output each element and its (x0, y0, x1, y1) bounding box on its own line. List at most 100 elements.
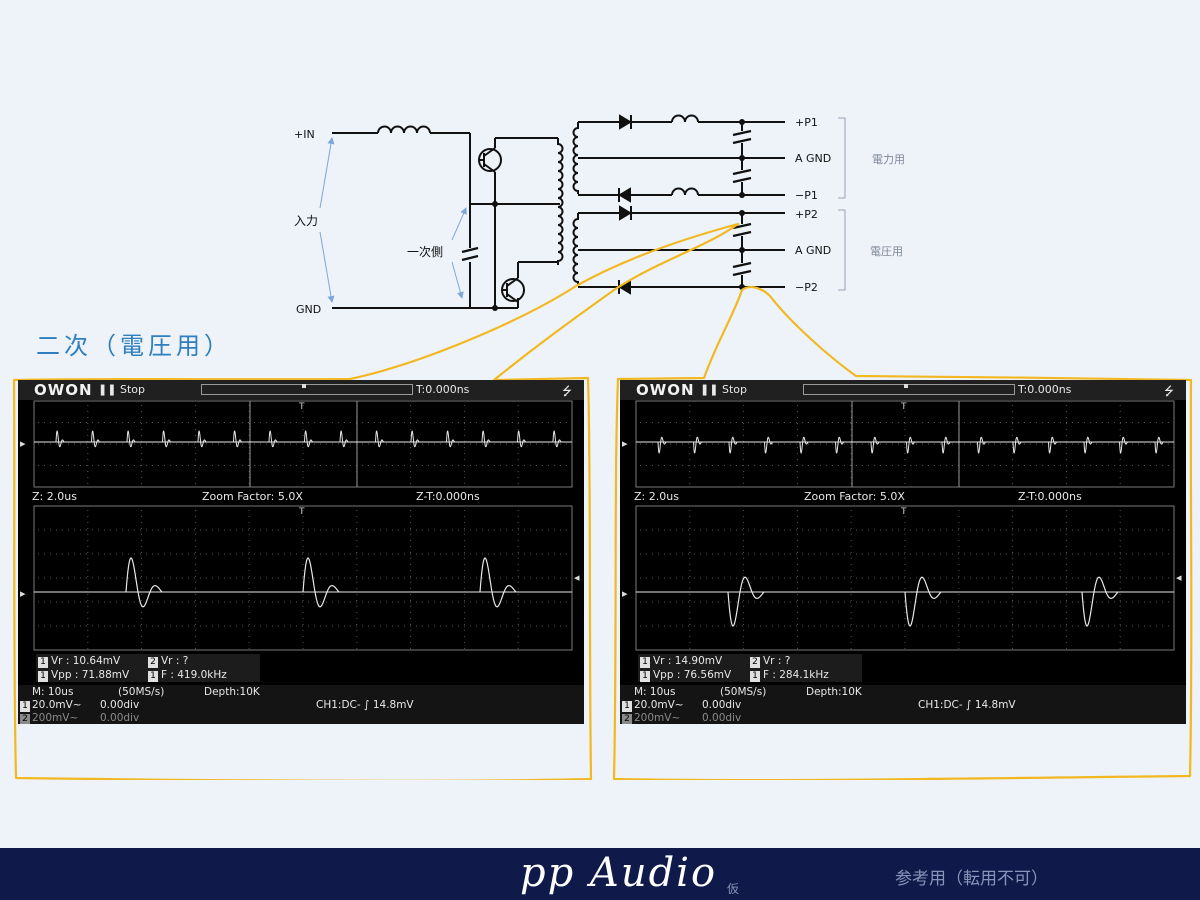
trigger-source: CH1:DC- (918, 699, 963, 711)
ch1-pos: 0.00div (100, 699, 140, 711)
inductor-p1-plus (671, 114, 699, 123)
capacitor-p1-b (732, 168, 752, 184)
ch2-pos: 0.00div (702, 712, 742, 724)
arrow-input-bottom (319, 231, 335, 303)
zoom-zt: Z-T:0.000ns (1018, 490, 1082, 503)
bracket-power (838, 117, 846, 199)
section-title: 二次（電圧用） (36, 332, 232, 360)
svg-text:T: T (298, 507, 305, 517)
capacitor-p2-a (732, 222, 752, 238)
label-input: 入力 (294, 214, 318, 228)
transformer-primary (557, 138, 564, 265)
svg-text:◂: ◂ (574, 571, 580, 584)
svg-text:▸: ▸ (20, 587, 26, 600)
trigger-source: CH1:DC- (316, 699, 361, 711)
arrow-primary-bottom (451, 261, 464, 299)
meas-vr1: Vr : 10.64mV (51, 655, 121, 667)
svg-text:T: T (298, 402, 305, 412)
svg-text:T: T (900, 402, 907, 412)
timebase-m: M: 10us (634, 686, 676, 698)
scope-header: OWON ❚❚ Stop T:0.000ns ⭍ (620, 380, 1186, 400)
label-agnd-2: A GND (795, 244, 831, 257)
timebase-bar (201, 384, 413, 395)
rising-edge-icon: ∫ (364, 699, 370, 711)
scope-mode: Stop (120, 383, 146, 396)
timebase-bar (803, 384, 1015, 395)
label-p1-minus: −P1 (795, 189, 818, 202)
transistor-q2 (501, 278, 525, 302)
memory-depth: Depth:10K (806, 686, 862, 698)
ch1-pos: 0.00div (702, 699, 742, 711)
zoom-zt: Z-T:0.000ns (416, 490, 480, 503)
diode-p2-plus (619, 205, 632, 221)
scope-logo: OWON (34, 381, 93, 399)
svg-text:◂: ◂ (1176, 571, 1182, 584)
usb-icon: ⭍ (562, 384, 572, 398)
sample-rate: (50MS/s) (118, 686, 165, 698)
footer-band (0, 848, 1200, 900)
scope-mode: Stop (722, 383, 748, 396)
pause-icon: ❚❚ (98, 383, 117, 396)
transistor-q1 (478, 148, 502, 172)
zoom-z: Z: 2.0us (634, 490, 679, 503)
svg-text:T: T (900, 507, 907, 517)
label-primary: 一次側 (407, 245, 443, 259)
ch1-scale: 20.0mV~ (634, 699, 684, 711)
highlight-left-callout (12, 222, 740, 780)
arrow-primary-top (451, 207, 467, 241)
inductor-p1-minus (671, 187, 699, 196)
zoom-factor: Zoom Factor: 5.0X (202, 490, 303, 503)
svg-text:▸: ▸ (622, 437, 628, 450)
label-p2-plus: +P2 (795, 208, 818, 221)
meas-vr2: Vr : ? (161, 655, 189, 667)
pause-icon: ❚❚ (700, 383, 719, 396)
svg-text:▸: ▸ (20, 437, 26, 450)
label-agnd-1: A GND (795, 152, 831, 165)
transformer-secondary-2 (572, 213, 579, 285)
ch2-scale: 200mV~ (32, 712, 79, 724)
brand-suffix: 仮 (727, 882, 740, 896)
ch2-scale: 200mV~ (634, 712, 681, 724)
footer-note: 参考用（転用不可） (895, 869, 1048, 889)
input-inductor (377, 125, 431, 134)
oscilloscope-left: OWON ❚❚ Stop T:0.000ns ⭍ T▸T▸◂ Z: 2.0us … (18, 380, 584, 724)
highlight-right-callout (612, 286, 1193, 780)
timebase-m: M: 10us (32, 686, 74, 698)
meas-vr2: Vr : ? (763, 655, 791, 667)
trigger-time: T:0.000ns (1018, 383, 1072, 396)
bracket-voltage (838, 209, 846, 291)
label-gnd: GND (296, 303, 321, 316)
label-p2-minus: −P2 (795, 281, 818, 294)
meas-freq: F : 419.0kHz (161, 669, 227, 681)
sample-rate: (50MS/s) (720, 686, 767, 698)
label-p1-plus: +P1 (795, 116, 818, 129)
trigger-time: T:0.000ns (416, 383, 470, 396)
meas-vpp: Vpp : 76.56mV (653, 669, 732, 681)
capacitor-p1-a (732, 129, 752, 145)
diode-p1-minus (618, 187, 631, 203)
arrow-input-top (319, 137, 335, 209)
svg-text:▸: ▸ (622, 587, 628, 600)
memory-depth: Depth:10K (204, 686, 260, 698)
transformer-secondary-1 (572, 122, 579, 194)
diode-p1-plus (619, 114, 632, 130)
trigger-level: 14.8mV (974, 699, 1016, 711)
ch2-pos: 0.00div (100, 712, 140, 724)
zoom-factor: Zoom Factor: 5.0X (804, 490, 905, 503)
capacitor-p2-b (732, 261, 752, 277)
meas-vpp: Vpp : 71.88mV (51, 669, 130, 681)
trigger-level: 14.8mV (372, 699, 414, 711)
label-in-plus: +IN (294, 128, 315, 141)
zoom-z: Z: 2.0us (32, 490, 77, 503)
ch1-scale: 20.0mV~ (32, 699, 82, 711)
scope-logo: OWON (636, 381, 695, 399)
label-voltage-group: 電圧用 (870, 245, 903, 258)
label-power-group: 電力用 (872, 153, 905, 166)
usb-icon: ⭍ (1164, 384, 1174, 398)
brand-logo: pp Audio (520, 850, 718, 896)
scope-header: OWON ❚❚ Stop T:0.000ns ⭍ (18, 380, 584, 400)
